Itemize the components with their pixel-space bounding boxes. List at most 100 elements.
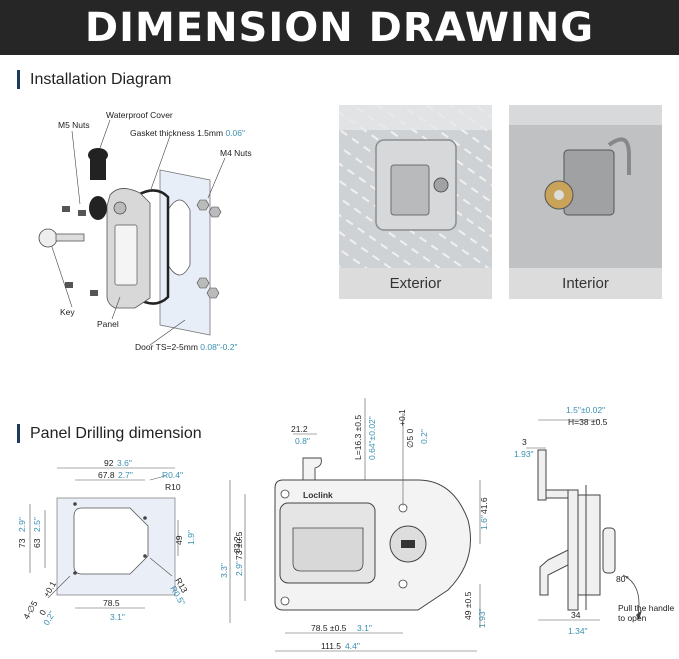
latch-hook — [302, 457, 322, 481]
m4-nut-icon — [206, 287, 220, 299]
waterproof-cover-label: Waterproof Cover — [106, 110, 173, 120]
drilling-title-text: Panel Drilling dimension — [30, 424, 202, 442]
header-banner: DIMENSION DRAWING — [0, 0, 679, 55]
title-accent-bar — [17, 70, 20, 89]
dim-width-678-inch: 2.7" — [118, 470, 133, 480]
installation-exploded-view: M5 Nuts Waterproof Cover Gasket thicknes… — [38, 110, 252, 352]
side-view-drawing: 1.5"±0.02" H=38 ±0.5 3 1.93" 80° Pull th… — [514, 405, 675, 636]
installation-title-text: Installation Diagram — [30, 70, 172, 88]
page-title: DIMENSION DRAWING — [84, 4, 595, 51]
front-dim-416: 41.6 — [479, 497, 489, 514]
brand-logo: Loclink — [303, 490, 333, 500]
dim-width-785: 78.5 — [103, 598, 120, 608]
mount-hole-front — [280, 489, 290, 499]
dim-radius-inch: R0.4" — [162, 470, 183, 480]
front-dim-l163-inch: 0.64"±0.02" — [367, 416, 377, 460]
pull-instruction: Pull the handle — [618, 603, 675, 613]
side-dim-38-inch: 1.5"±0.02" — [566, 405, 605, 415]
installation-diagram: M5 Nuts Waterproof Cover Gasket thicknes… — [20, 100, 320, 360]
front-dim-73-inch: 2.9" — [234, 561, 244, 576]
waterproof-cover-body — [90, 155, 106, 180]
m5-nuts-label: M5 Nuts — [58, 120, 90, 130]
m4-nuts-label: M4 Nuts — [220, 148, 252, 158]
pull-arrow-icon — [622, 574, 640, 616]
lock-cylinder — [113, 201, 127, 215]
dim-width-785-inch: 3.1" — [110, 612, 125, 622]
installation-section-title: Installation Diagram — [17, 70, 171, 89]
panel-label: Panel — [97, 319, 119, 329]
dim-height-49: 49 — [174, 535, 184, 545]
exterior-image — [339, 105, 492, 268]
pull-instruction-2: to open — [618, 613, 647, 623]
side-dimension-lines — [526, 419, 600, 621]
front-dim-785: 78.5 ±0.5 — [311, 623, 347, 633]
front-dimension-lines — [229, 398, 481, 652]
gasket-label: Gasket thickness 1.5mm 0.06" — [130, 128, 245, 138]
front-dim-416-inch: 1.6" — [479, 515, 489, 530]
key-icon — [38, 228, 58, 248]
dimension-lines — [29, 467, 179, 609]
screw-icon — [78, 210, 86, 216]
dim-radius-10: R10 — [165, 482, 181, 492]
m4-nut-icon — [196, 199, 210, 211]
side-view-diagram: 1.5"±0.02" H=38 ±0.5 3 1.93" 80° Pull th… — [508, 400, 678, 645]
dim-hole-tol: +0.1 — [41, 579, 58, 599]
exterior-caption: Exterior — [339, 268, 492, 299]
dim-hole-tol2: 0 — [37, 608, 48, 617]
dim-height-632-inch: 2.5" — [32, 517, 42, 532]
drilling-section-title: Panel Drilling dimension — [17, 424, 202, 443]
panel-handle — [114, 224, 138, 286]
panel-cutout-drawing: 92 3.6" 67.8 2.7" R0.4" R10 73 2.9" 63 2… — [17, 458, 196, 627]
mount-hole-front — [280, 596, 290, 606]
screw-icon — [62, 206, 70, 212]
front-dim-73: 73 ±0.5 — [234, 531, 244, 560]
screw-icon — [90, 290, 98, 296]
m4-nut-icon — [196, 277, 210, 289]
dim-height-632: 63 — [32, 538, 42, 548]
panel-cutout — [73, 507, 149, 575]
side-dim-3-inch: 1.93" — [514, 449, 534, 459]
mount-hole — [73, 502, 77, 506]
side-dim-38: H=38 ±0.5 — [568, 417, 608, 427]
dim-width-92-inch: 3.6" — [117, 458, 132, 468]
interior-photo: Interior — [509, 105, 662, 299]
m5-nut-icon — [89, 196, 107, 220]
key-label: Key — [60, 307, 75, 317]
arrowhead-icon — [636, 610, 642, 620]
front-dim-212-inch: 0.8" — [295, 436, 310, 446]
side-bracket — [537, 449, 616, 611]
front-dim-d5: ∅5 0 — [405, 428, 415, 448]
mount-hole — [73, 571, 77, 575]
dim-height-73-inch: 2.9" — [17, 517, 27, 532]
exterior-photo: Exterior — [339, 105, 492, 299]
front-dim-d5-tol: +0.1 — [397, 409, 407, 426]
key-blade — [55, 233, 85, 242]
panel-drilling-diagram: 92 3.6" 67.8 2.7" R0.4" R10 73 2.9" 63 2… — [0, 448, 210, 653]
dim-width-92: 92 — [104, 458, 114, 468]
dim-width-678: 67.8 — [98, 470, 115, 480]
front-dim-832-inch: 3.3" — [219, 563, 229, 578]
mount-hole — [143, 554, 147, 558]
front-dim-49: 49 ±0.5 — [463, 591, 473, 620]
door-label: Door TS=2-5mm 0.08"-0.2" — [135, 342, 238, 352]
front-dim-49-inch: 1.93" — [477, 608, 487, 628]
front-dim-l163: L=16.3 ±0.5 — [353, 415, 363, 460]
screw-icon — [65, 282, 73, 288]
leader-lines — [51, 119, 226, 346]
m4-nut-icon — [208, 206, 222, 218]
front-handle — [292, 527, 364, 572]
interior-image — [509, 105, 662, 268]
side-dim-34-inch: 1.34" — [568, 626, 588, 636]
front-dim-d5-inch: 0.2" — [419, 429, 429, 444]
front-dim-1115-inch: 4.4" — [345, 641, 360, 651]
dim-hole: 4-∅5 — [21, 599, 40, 621]
front-dim-1115: 111.5 — [321, 641, 341, 651]
mount-hole-front — [398, 579, 408, 589]
side-dim-34: 34 — [571, 610, 581, 620]
door-cutout — [167, 199, 191, 276]
front-dim-832: 83.2 — [232, 536, 242, 553]
dim-height-73: 73 — [17, 538, 27, 548]
side-angle: 80° — [616, 574, 629, 584]
front-dim-212: 21.2 — [291, 424, 308, 434]
interior-caption: Interior — [509, 268, 662, 299]
